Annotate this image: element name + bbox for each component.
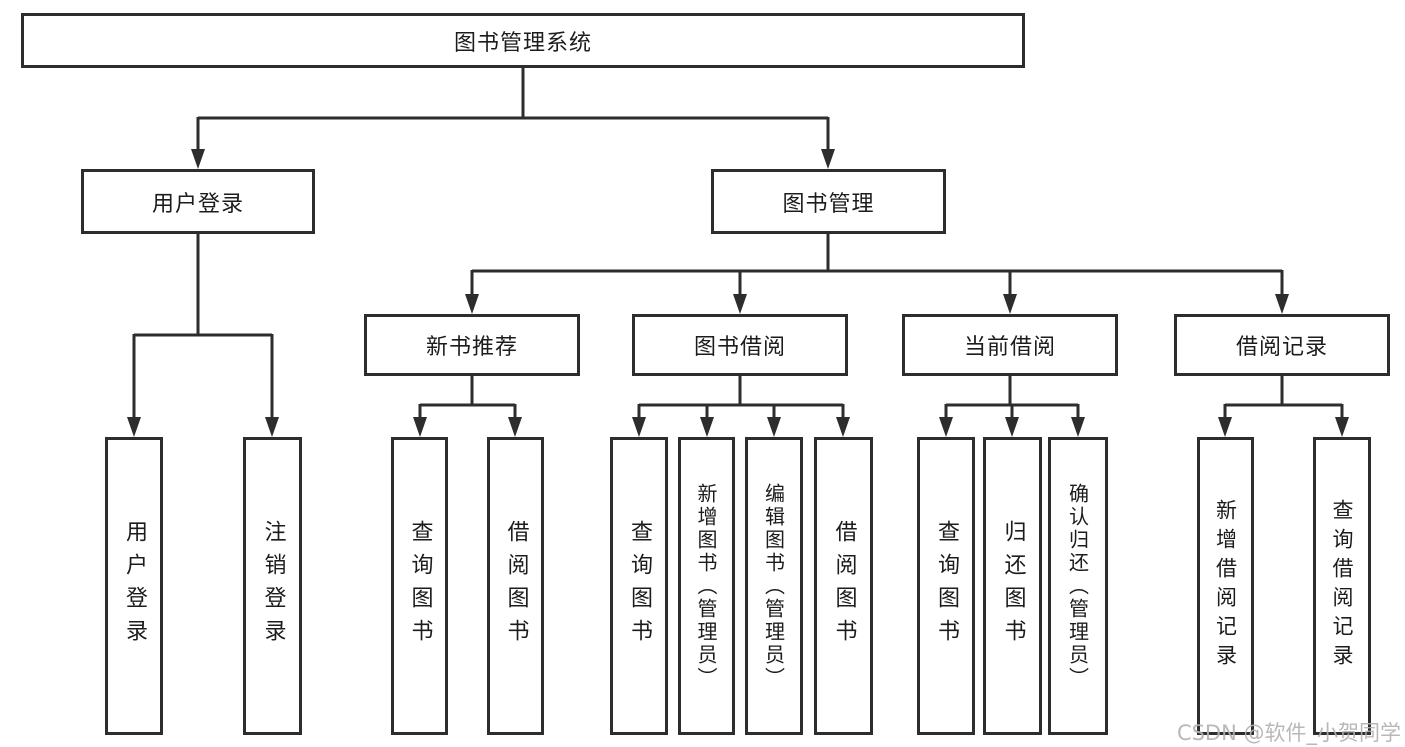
watermark: CSDN @软件_小贺同学 xyxy=(1176,721,1401,745)
leaf-cb-return-books: 归还图书 xyxy=(983,437,1042,735)
node-book-management: 图书管理 xyxy=(711,169,946,234)
node-label: 新书推荐 xyxy=(425,335,518,360)
node-label: 用户登录 xyxy=(151,191,244,217)
node-label: 借阅图书 xyxy=(831,520,857,652)
node-label: 查询图书 xyxy=(627,520,652,652)
node-new-book-recommend: 新书推荐 xyxy=(364,314,580,376)
leaf-br-query-borrow-record: 查询借阅记录 xyxy=(1313,437,1371,735)
node-book-borrow: 图书借阅 xyxy=(632,314,848,376)
leaf-br-add-borrow-record: 新增借阅记录 xyxy=(1197,437,1254,735)
node-label: 图书借阅 xyxy=(693,335,786,360)
node-borrow-records: 借阅记录 xyxy=(1174,314,1390,376)
leaf-bb-query-books: 查询图书 xyxy=(610,437,668,735)
node-label: 借阅图书 xyxy=(503,520,529,652)
leaf-user-login: 用户登录 xyxy=(105,437,163,735)
node-label: 图书管理 xyxy=(782,191,875,217)
arrowheads xyxy=(127,149,1349,437)
node-label: 查询图书 xyxy=(934,520,959,652)
leaf-bb-borrow-books: 借阅图书 xyxy=(814,437,873,735)
node-label: 编辑图书（管理员） xyxy=(761,482,786,690)
node-label: 新增借阅记录 xyxy=(1213,499,1238,673)
node-label: 查询图书 xyxy=(407,520,433,652)
node-library-management-system: 图书管理系统 xyxy=(21,13,1025,68)
leaf-cb-confirm-return-admin: 确认归还（管理员） xyxy=(1048,437,1108,735)
node-label: 当前借阅 xyxy=(963,335,1056,360)
leaf-bb-add-books-admin: 新增图书（管理员） xyxy=(678,437,735,735)
node-current-borrow: 当前借阅 xyxy=(902,314,1118,376)
leaf-logout: 注销登录 xyxy=(243,437,302,735)
node-label: 新增图书（管理员） xyxy=(694,482,718,690)
node-user-login-group: 用户登录 xyxy=(81,169,315,234)
leaf-nbr-borrow-books: 借阅图书 xyxy=(487,437,544,735)
node-label: 查询借阅记录 xyxy=(1330,499,1354,673)
node-label: 确认归还（管理员） xyxy=(1065,482,1090,690)
leaf-cb-query-books: 查询图书 xyxy=(917,437,975,735)
node-label: 借阅记录 xyxy=(1235,335,1328,360)
node-label: 归还图书 xyxy=(1000,520,1026,652)
node-label: 注销登录 xyxy=(260,520,286,652)
node-label: 用户登录 xyxy=(122,520,147,652)
leaf-nbr-query-books: 查询图书 xyxy=(391,437,448,735)
node-label: 图书管理系统 xyxy=(453,30,592,56)
leaf-bb-edit-books-admin: 编辑图书（管理员） xyxy=(745,437,803,735)
